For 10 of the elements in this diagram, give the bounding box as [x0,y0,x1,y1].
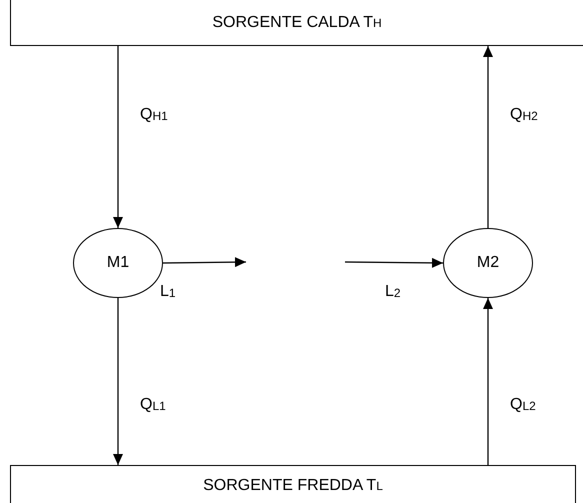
arrow [483,46,493,228]
arrow [345,258,443,268]
node-label: M1 [106,254,130,272]
arrow [483,298,493,465]
arrow [163,257,246,268]
arrow [113,298,123,465]
heat-reservoir-bar [10,0,583,46]
heat-reservoir-bar [10,465,576,503]
arrow [113,46,123,228]
node-label: M2 [476,254,500,272]
